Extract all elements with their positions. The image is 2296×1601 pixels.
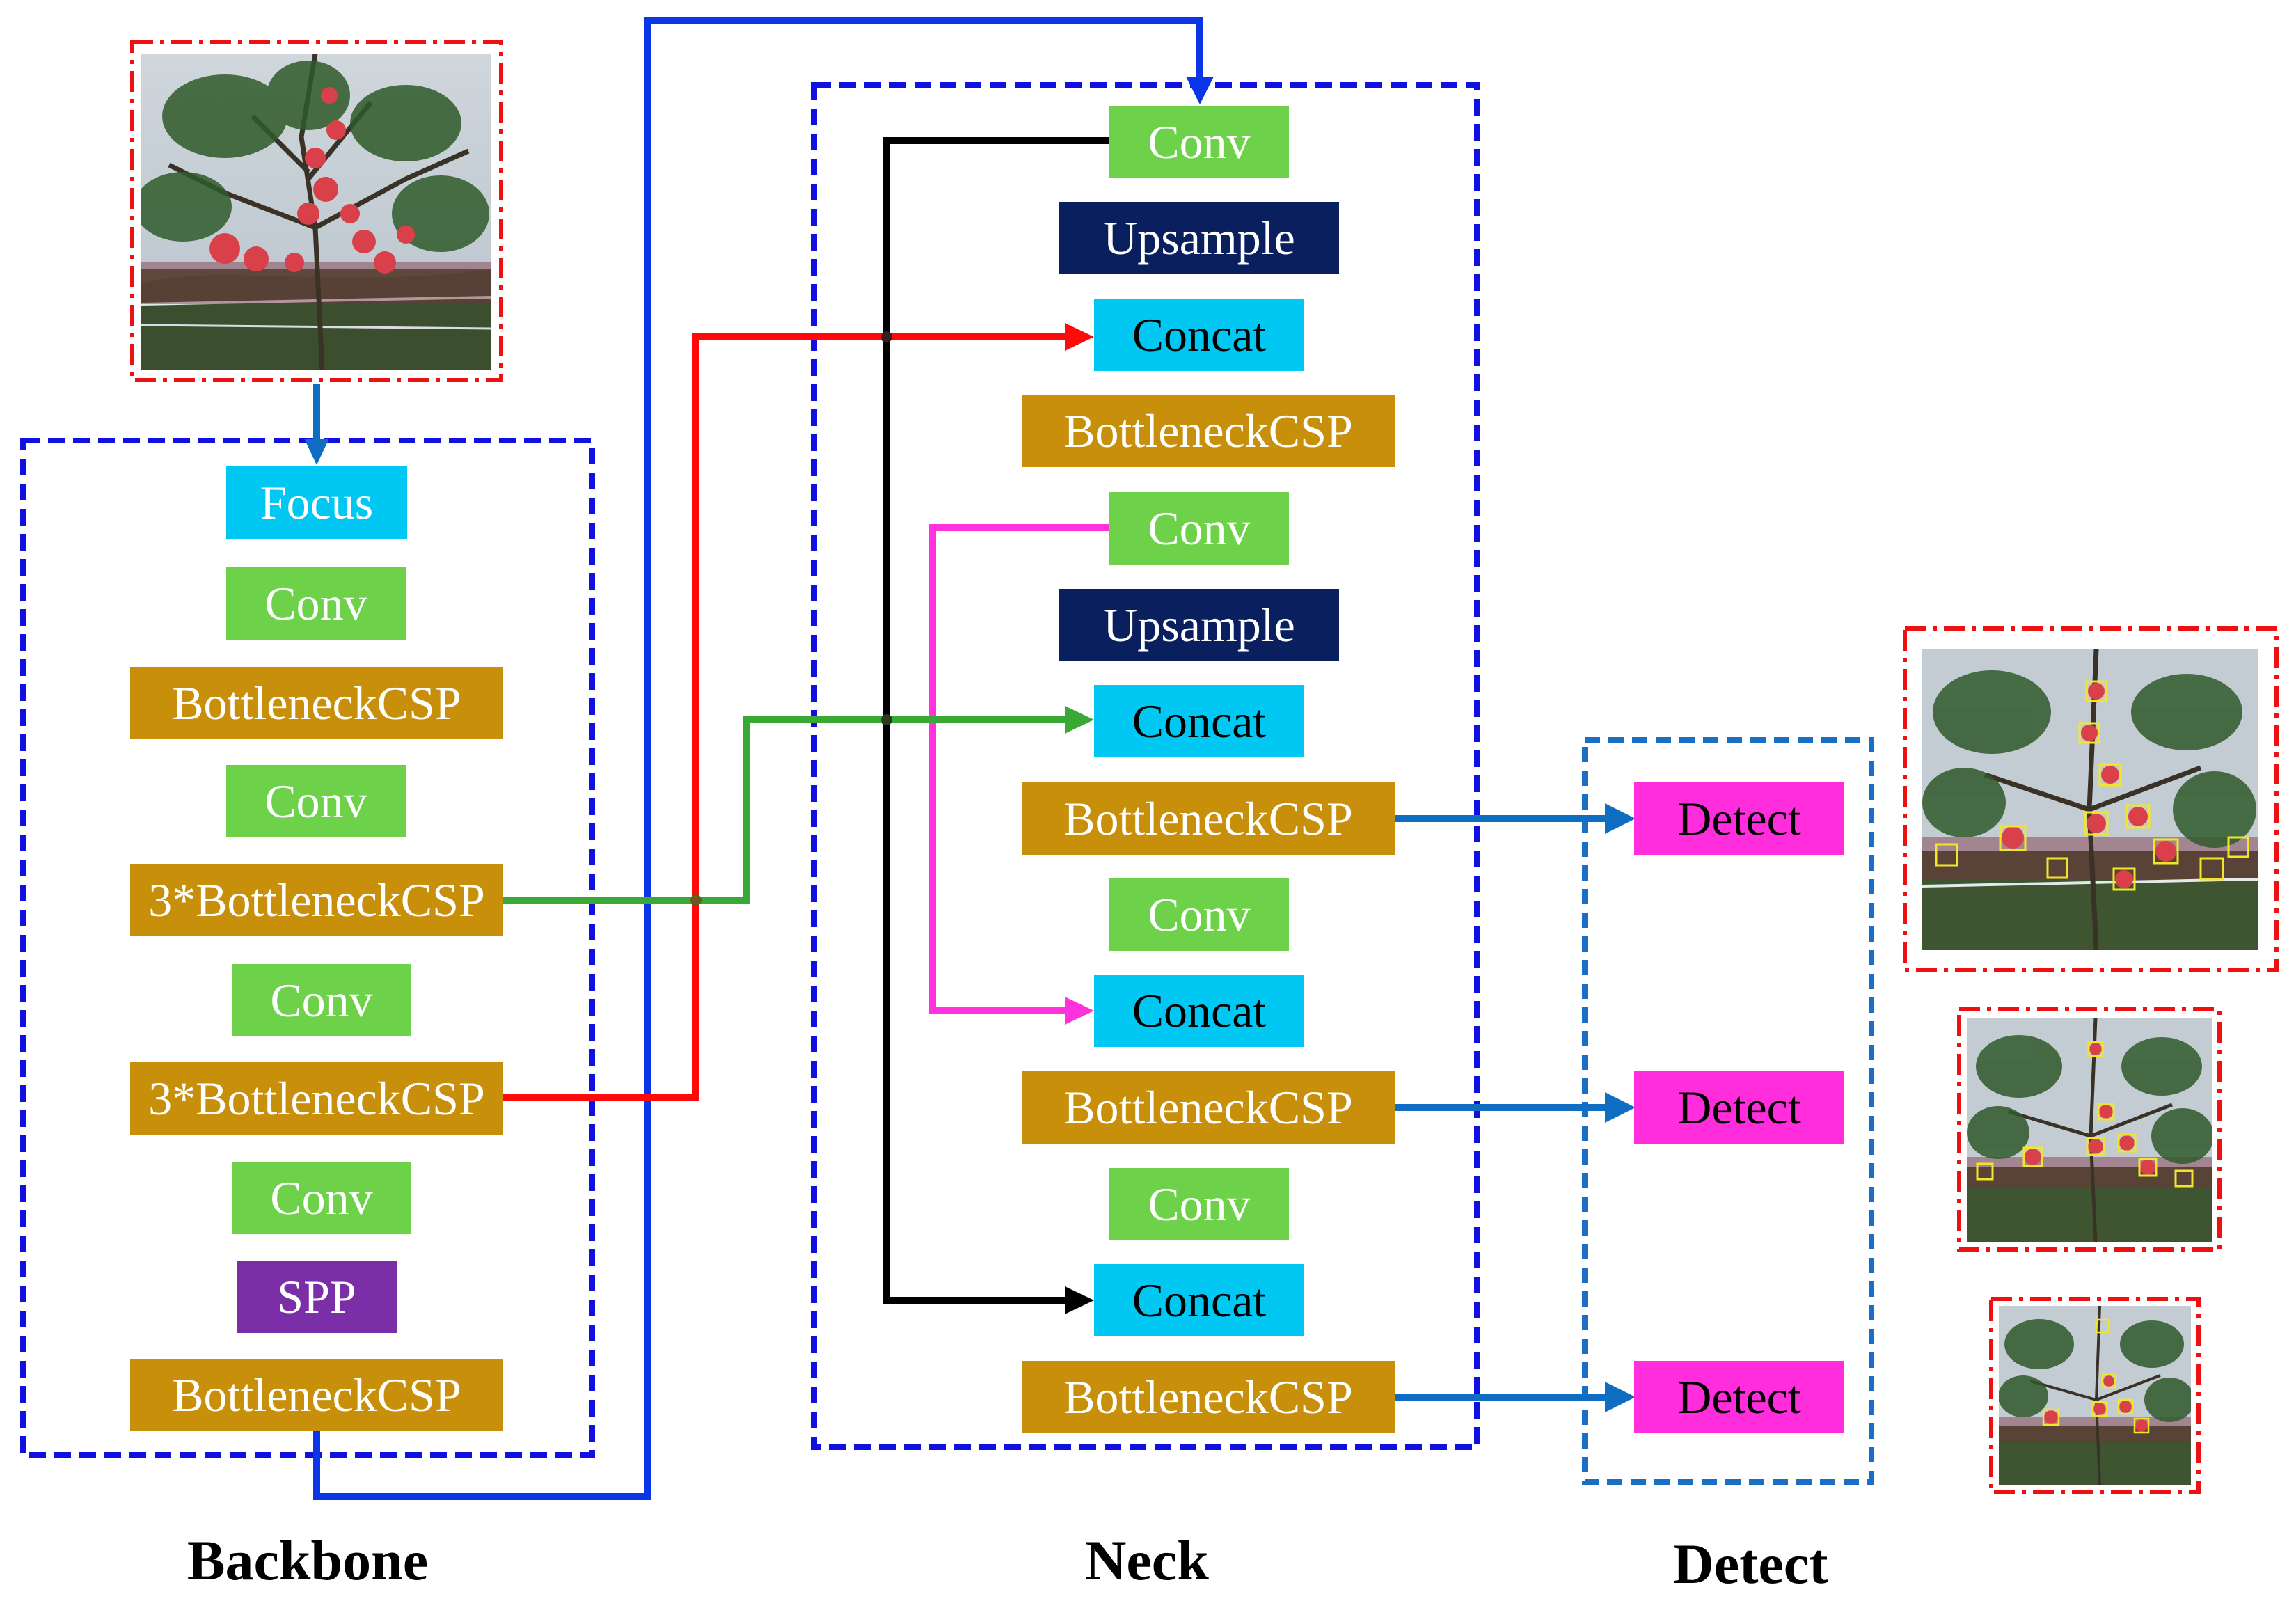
neck-conv2-to-concat3-link xyxy=(929,524,1109,1014)
neck-caption: Neck xyxy=(1085,1529,1209,1592)
detect-head-block-2: Detect xyxy=(1634,1071,1844,1144)
output-image-frame-medium xyxy=(1957,1007,2222,1252)
neck-conv-block-1: Conv xyxy=(1109,106,1289,178)
output-photo-large xyxy=(1922,649,2258,950)
neck-conv1-to-concat4-arrowhead xyxy=(1065,1286,1094,1314)
backbone-csp-a-to-concat2-arrowhead xyxy=(1065,706,1094,734)
neck-upsample-block-1: Upsample xyxy=(1059,202,1339,274)
neck-bottleneckcsp-block-1: BottleneckCSP xyxy=(1022,395,1395,467)
output-image-frame-large xyxy=(1903,626,2279,972)
neck-concat-block-4: Concat xyxy=(1094,1264,1304,1336)
backbone-to-neck-link xyxy=(313,17,1203,1500)
backbone-conv-block-4: Conv xyxy=(232,1162,411,1234)
neck-concat-block-1: Concat xyxy=(1094,299,1304,371)
backbone-caption: Backbone xyxy=(187,1529,429,1592)
backbone-3x-bottleneckcsp-block-1: 3*BottleneckCSP xyxy=(130,864,503,936)
neck-concat-block-3: Concat xyxy=(1094,975,1304,1047)
output-photo-small xyxy=(1999,1306,2191,1485)
neck-concat-block-2: Concat xyxy=(1094,685,1304,757)
neck-conv-block-2: Conv xyxy=(1109,492,1289,565)
backbone-spp-block: SPP xyxy=(237,1261,397,1333)
neck-conv-block-3: Conv xyxy=(1109,878,1289,951)
neck-to-detect-arrowhead-2 xyxy=(1605,1092,1636,1123)
backbone-bottleneckcsp-block-last: BottleneckCSP xyxy=(130,1359,503,1431)
junction-dot xyxy=(881,714,892,725)
neck-to-detect-arrowhead-3 xyxy=(1605,1382,1636,1412)
input-to-focus-arrowhead xyxy=(304,439,329,465)
backbone-to-neck-arrowhead xyxy=(1186,77,1214,104)
backbone-focus-block: Focus xyxy=(226,466,407,539)
output-photo-medium xyxy=(1967,1018,2212,1242)
neck-conv-block-4: Conv xyxy=(1109,1168,1289,1240)
input-image-frame xyxy=(130,40,503,382)
backbone-csp-b-to-concat1-arrowhead xyxy=(1065,323,1094,351)
backbone-3x-bottleneckcsp-block-2: 3*BottleneckCSP xyxy=(130,1062,503,1135)
backbone-conv-block-2: Conv xyxy=(226,765,406,837)
neck-upsample-block-2: Upsample xyxy=(1059,589,1339,661)
neck-to-detect-arrowhead-1 xyxy=(1605,803,1636,834)
detect-head-block-1: Detect xyxy=(1634,782,1844,855)
output-image-frame-small xyxy=(1989,1297,2201,1494)
junction-dot xyxy=(690,894,702,906)
backbone-csp-a-to-concat2-link xyxy=(503,716,1072,904)
backbone-conv-block-1: Conv xyxy=(226,567,406,640)
neck-frame xyxy=(811,82,1480,1450)
detect-caption: Detect xyxy=(1672,1532,1828,1595)
neck-conv2-to-concat3-arrowhead xyxy=(1065,997,1094,1025)
neck-bottleneckcsp-block-2: BottleneckCSP xyxy=(1022,782,1395,855)
neck-bottleneckcsp-block-4: BottleneckCSP xyxy=(1022,1361,1395,1433)
junction-dot xyxy=(881,331,892,342)
detect-head-block-3: Detect xyxy=(1634,1361,1844,1433)
backbone-conv-block-3: Conv xyxy=(232,964,411,1036)
backbone-bottleneckcsp-block-1: BottleneckCSP xyxy=(130,667,503,739)
input-photo xyxy=(141,54,491,370)
neck-bottleneckcsp-block-3: BottleneckCSP xyxy=(1022,1071,1395,1144)
